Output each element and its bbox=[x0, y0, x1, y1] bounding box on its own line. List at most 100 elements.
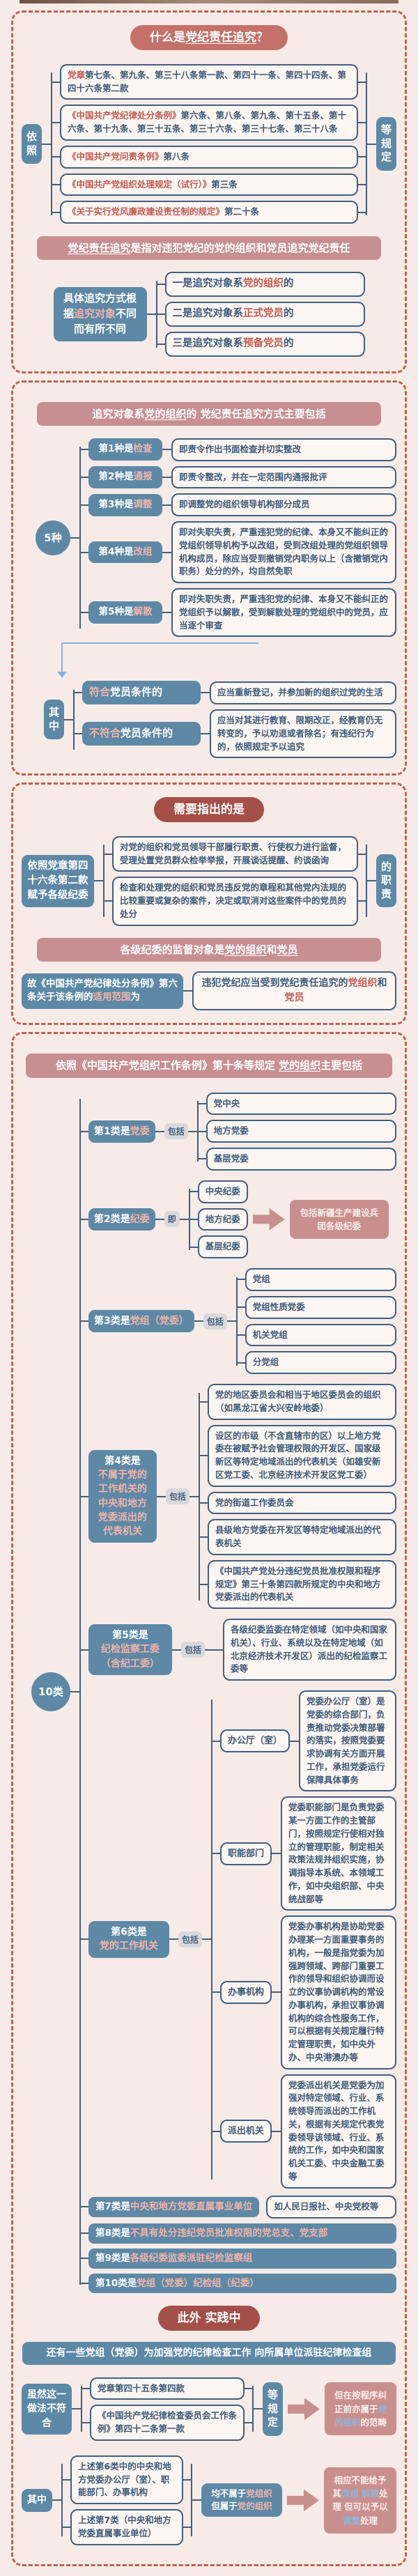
target-branch: 一是追究对象系党的组织的 bbox=[164, 272, 365, 298]
connector-line bbox=[183, 990, 192, 992]
connector-line bbox=[162, 612, 171, 614]
connector-label: 包括 bbox=[178, 1931, 203, 1948]
section-needs-pointing-out: 需要指出的是 依照党章第四十六条第二款赋予各级纪委 对党的组织和党员领导干部履行… bbox=[11, 782, 407, 1026]
class-row: 第5类是纪检监察工委（含纪工委） 包括 各级纪委监委在特定领域（如中央和国家机关… bbox=[79, 1617, 396, 1683]
connector-label: 包括 bbox=[203, 1313, 227, 1329]
item-box: 党组 bbox=[245, 1268, 396, 1291]
charter-basis-node: 依照党章第四十六条第二款赋予各级纪委 bbox=[22, 854, 94, 907]
class-items: 党组 党组性质党委 机关党组 分党组 bbox=[235, 1266, 396, 1377]
section2-banner: 追究对象系党的组织的 党纪责任追究方式主要包括 bbox=[37, 402, 381, 426]
connector-line bbox=[42, 143, 51, 145]
kinds-list: 第1种是检查 即责令作出书面检查并切实整改 第2种是通报 即责令整改，并在一定范… bbox=[79, 435, 396, 640]
class-bar: 第8类是不具有处分违纪党员批准权限的党总支、党支部 bbox=[88, 2223, 396, 2244]
class-row: 第8类是不具有处分违纪党员批准权限的党总支、党支部 bbox=[79, 2223, 396, 2244]
connector-line bbox=[290, 1740, 300, 1742]
regulation-item: 《中国共产党纪律处分条例》第六条、第八条、第九条、第十五条、第十六条、第十九条、… bbox=[60, 105, 358, 141]
count-badge: 10类 bbox=[31, 1672, 70, 1711]
item-row: 党的街道工作委员会 bbox=[199, 1491, 396, 1515]
scope-box: 违犯党纪应当受到党纪责任追究的党组织和党员 bbox=[192, 971, 396, 1011]
connector-line bbox=[194, 1320, 203, 1322]
item-box: 基层党委 bbox=[206, 1148, 396, 1171]
among-tree-row: 其中 符合党员条件的 应当重新登记，并参加新的组织过党的生活 不符合党员条件的 … bbox=[44, 679, 396, 761]
branch-row: 二是追究对象系正式党员的 bbox=[156, 302, 365, 327]
practice-banner: 还有一些党组（党委）为加强党的纪律检查工作 向所属单位派驻纪律检查组 bbox=[22, 2342, 396, 2366]
class-row: 第6类是党的工作机关 包括 办公厅（室） 党委办公厅（室）是党委的综合部门，负责… bbox=[79, 1688, 396, 2191]
class-node: 第6类是党的工作机关 bbox=[88, 1920, 169, 1958]
class-items: 各级纪委监委在特定领域（如中央和国家机关）、行业、系统以及在特定地域（如北京经济… bbox=[214, 1617, 396, 1683]
connector-line bbox=[226, 1320, 236, 1322]
condition-node: 不符合党员条件的 bbox=[82, 722, 201, 746]
class-items: 党的地区委员会和相当于地区委员会的组织（如黑龙江省大兴安岭地委） 设区的市级（不… bbox=[199, 1382, 396, 1612]
kind-node: 第3种是调整 bbox=[88, 493, 162, 516]
handling-result-box: 相应不能给予其改组 解散处理 但可以予以调整处理 bbox=[324, 2467, 396, 2534]
kind-description: 即责令作出书面检查并切实整改 bbox=[171, 438, 396, 461]
kind-description: 即责令整改，并在一定范围内通报批评 bbox=[171, 465, 396, 489]
connector-line bbox=[187, 1130, 197, 1132]
class-bar: 第9类是各级纪委监委派驻纪检监察组 bbox=[88, 2248, 396, 2269]
organ-description: 党委职能部门是负责党委某一方面工作的主管部门，按照规定行使相对独立的管理职能，制… bbox=[281, 1796, 396, 1911]
classes-list: 第1类是党委 包括 党中央 地方党委 基层党委 第2类是纪委 即 中央纪委 地方… bbox=[79, 1088, 396, 2296]
work-organ-row: 派出机关 党委派出机关是党委为加强对特定领域、行业、系统领导而派出的工作机关，根… bbox=[211, 2074, 396, 2189]
connector-line bbox=[367, 143, 376, 145]
definition-banner: 党纪责任追究是指对违犯党纪的党的组织和党员追究党纪责任 bbox=[37, 236, 381, 260]
connector-line bbox=[52, 2499, 61, 2501]
connector-label: 包括 bbox=[166, 1488, 190, 1505]
practice-pill: 此外 实践中 bbox=[157, 2305, 261, 2331]
target-branch: 三是追究对象系预备党员的 bbox=[164, 331, 365, 357]
organ-name-box: 办公厅（室） bbox=[220, 1729, 291, 1753]
class-items: 党中央 地方党委 基层党委 bbox=[196, 1090, 396, 1173]
connector-line bbox=[179, 1218, 189, 1220]
among-row: 不符合党员条件的 应当对其进行教育、限期改正，经教育仍无转变的，予以劝退或者除名… bbox=[73, 709, 396, 759]
item-box: 基层纪委 bbox=[197, 1235, 248, 1259]
class-bar: 第7类是中央和地方党委直属事业单位 bbox=[88, 2196, 260, 2217]
class-node: 第1类是党委 bbox=[88, 1120, 155, 1143]
connector-line bbox=[169, 1938, 178, 1941]
duty-item: 对党的组织和党员领导干部履行职责、行使权力进行监督，受理处置党员群众检举举报，开… bbox=[112, 835, 358, 872]
item-row: 地方纪委 bbox=[189, 1208, 248, 1231]
scope-node: 故《中国共产党纪律处分条例》第六条关于该条例的适用范围为 bbox=[22, 973, 183, 1009]
flow-arrow-down-icon bbox=[22, 640, 396, 679]
class-node: 第5类是纪检监察工委（含纪工委） bbox=[88, 1624, 172, 1675]
organ-name-box: 职能部门 bbox=[220, 1842, 272, 1866]
item-row: 各级纪委监委在特定领域（如中央和国家机关）、行业、系统以及在特定地域（如北京经济… bbox=[214, 1619, 396, 1681]
connector-label: 包括 bbox=[181, 1642, 206, 1658]
class-row: 第10类是党组（党委）纪检组（纪委） bbox=[79, 2273, 396, 2294]
kind-row: 第3种是调整 即调整党的组织领导机构部分成员 bbox=[79, 493, 396, 517]
although-row: 虽然这一做法不符合 党章第四十五条第四款 《中国共产党纪律检查委员会工作条例》第… bbox=[22, 2375, 396, 2443]
among2-row: 其中 上述第6类中的中央和地方党委办公厅（室）、职能部门、办事机构 上述第7类（… bbox=[22, 2453, 396, 2547]
among-node: 其中 bbox=[22, 2489, 52, 2512]
section4-banner: 依照《中国共产党组织工作条例》第十条等规定 党的组织主要包括 bbox=[26, 1054, 392, 1078]
kind-row: 第2种是通报 即责令整改，并在一定范围内通报批评 bbox=[79, 465, 396, 489]
among2-item-row: 上述第6类中的中央和地方党委办公厅（室）、职能部门、办事机构 bbox=[61, 2455, 192, 2505]
connector-line bbox=[172, 1649, 181, 1651]
connector-line bbox=[189, 1495, 199, 1497]
connector-line bbox=[201, 733, 210, 735]
although-node: 虽然这一做法不符合 bbox=[22, 2383, 72, 2435]
among2-item: 上述第6类中的中央和地方党委办公厅（室）、职能部门、办事机构 bbox=[70, 2455, 183, 2505]
target-branch: 二是追究对象系正式党员的 bbox=[164, 302, 365, 327]
regulation-item: 《中国共产党组织处理规定（试行）》第三条 bbox=[60, 173, 358, 196]
target-branches: 一是追究对象系党的组织的 二是追究对象系正式党员的 三是追究对象系预备党员的 bbox=[155, 270, 365, 359]
item-box: 《中国共产党处分违纪党员批准权限和程序规定》第三十条第四款所规定的中央和地方党委… bbox=[208, 1559, 396, 1610]
branch-row: 一是追究对象系党的组织的 bbox=[156, 272, 365, 298]
class-row: 第4类是不属于党的工作机关的中央和地方党委派出的代表机关 包括 党的地区委员会和… bbox=[79, 1382, 396, 1612]
class-row: 第3类是党组（党委） 包括 党组 党组性质党委 机关党组 分党组 bbox=[79, 1266, 396, 1377]
method-node: 具体追究方式根据追究对象不同而有所不同 bbox=[53, 287, 147, 341]
item-box: 地方纪委 bbox=[197, 1208, 248, 1231]
connector-line bbox=[70, 1690, 79, 1692]
among-node: 其中 bbox=[44, 700, 64, 740]
item-row: 党组性质党委 bbox=[236, 1295, 396, 1319]
arrow-right-icon bbox=[288, 2398, 320, 2421]
rule-box: 党章第四十五条第四款 bbox=[90, 2377, 245, 2400]
correction-result-box: 但在按程序纠正前亦属于党的组织的范畴 bbox=[325, 2382, 396, 2436]
connector-line bbox=[72, 2408, 81, 2410]
connector-line bbox=[155, 1218, 164, 1220]
among2-item: 上述第7类（中央和地方党委直属事业单位） bbox=[70, 2509, 183, 2545]
connector-line bbox=[162, 504, 171, 506]
etc-regulations-node: 等规定 bbox=[376, 117, 396, 171]
basis-node: 依照 bbox=[22, 124, 42, 164]
example-box: 如人民日报社、中央党校等 bbox=[266, 2196, 396, 2219]
among2-item-row: 上述第7类（中央和地方党委直属事业单位） bbox=[61, 2509, 192, 2545]
connector-line bbox=[192, 2499, 201, 2501]
duty-row: 检查和处理党的组织和党员违反党的章程和其他党内法规的比较重要或复杂的案件，决定或… bbox=[103, 877, 367, 926]
